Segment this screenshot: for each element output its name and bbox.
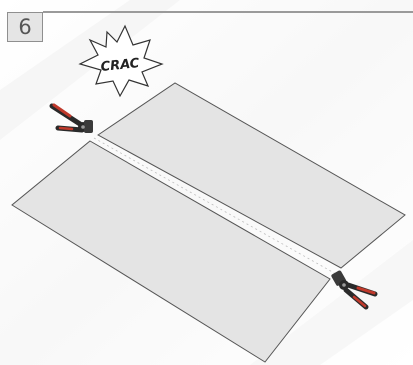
lower-sheet-piece [11,140,331,363]
background-streak [0,0,180,140]
upper-sheet-piece [97,82,406,269]
break-line [93,137,337,275]
background-streak [250,240,413,365]
pliers-icon [331,270,378,310]
step-number-badge: 6 [7,12,43,42]
pliers-icon [49,103,93,133]
crack-sound-label: CRAC [100,56,141,75]
starburst-callout [78,24,164,98]
step-number: 6 [18,15,32,39]
